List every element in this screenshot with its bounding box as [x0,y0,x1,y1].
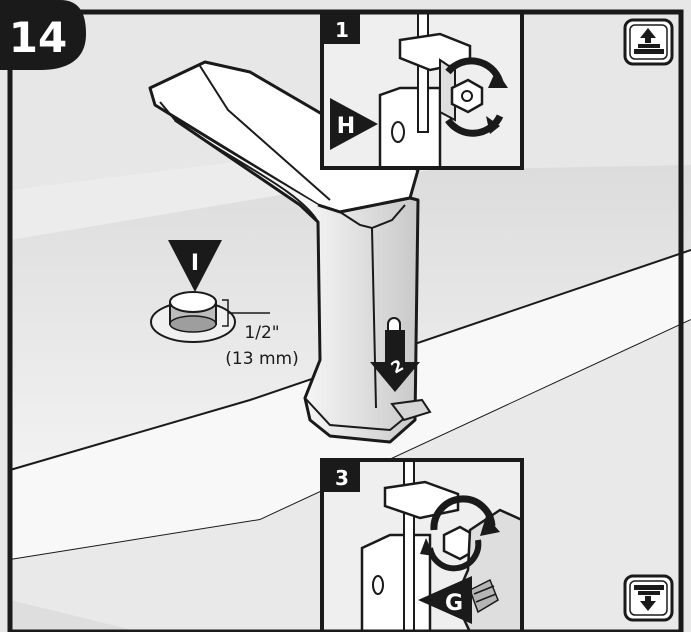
dimension-metric: (13 mm) [225,349,298,369]
below-counter-icon [623,574,674,622]
step-badge: 14 [0,0,86,70]
inset-1-badge [324,14,360,44]
inset-1: H 1 [320,10,524,170]
inset-1-number: 1 [335,18,349,42]
drain-cap [150,291,270,343]
arrow-2: 2 [370,330,420,392]
callout-h-label: H [337,114,355,139]
callout-h: H [330,98,378,150]
step-number: 14 [9,13,67,62]
callout-i-label: I [191,251,199,276]
inset-3: G 3 [320,458,524,634]
dimension-imperial: 1/2" [244,323,279,343]
inset-3-number: 3 [335,466,349,490]
callout-g-label: G [445,591,463,616]
callout-i: I [168,240,222,292]
inset-3-badge [324,462,360,492]
above-counter-icon [623,18,674,66]
callout-g: G [418,576,472,624]
